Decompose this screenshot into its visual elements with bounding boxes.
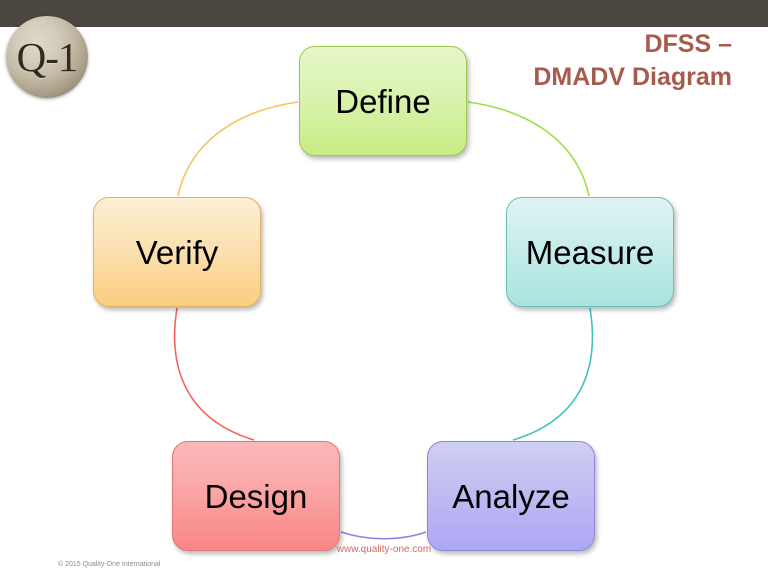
connector-analyze-design bbox=[340, 531, 427, 540]
connector-define-measure bbox=[467, 101, 590, 197]
stage-design-label: Design bbox=[204, 477, 308, 515]
logo-text: Q-1 bbox=[16, 33, 79, 80]
copyright-notice: © 2015 Quality-One International bbox=[58, 561, 161, 568]
stage-measure-label: Measure bbox=[525, 233, 655, 271]
stage-analyze[interactable]: Analyze bbox=[427, 441, 595, 551]
stage-verify[interactable]: Verify bbox=[93, 197, 261, 307]
page-title: DFSS – DMADV Diagram bbox=[392, 28, 732, 94]
quality-one-logo: Q-1 bbox=[6, 16, 88, 98]
stage-define-label: Define bbox=[335, 82, 431, 120]
website-url[interactable]: www.quality-one.com bbox=[336, 544, 432, 555]
connector-design-verify bbox=[173, 307, 255, 441]
top-banner-bar bbox=[0, 0, 768, 27]
stage-define[interactable]: Define bbox=[299, 46, 467, 156]
page-title-line-1: DFSS – bbox=[644, 30, 732, 58]
connector-verify-define bbox=[177, 101, 299, 197]
stage-measure[interactable]: Measure bbox=[506, 197, 674, 307]
stage-analyze-label: Analyze bbox=[452, 477, 570, 515]
connector-measure-analyze bbox=[512, 307, 594, 441]
page-title-line-2: DMADV Diagram bbox=[533, 63, 732, 91]
stage-verify-label: Verify bbox=[135, 233, 219, 271]
stage-design[interactable]: Design bbox=[172, 441, 340, 551]
